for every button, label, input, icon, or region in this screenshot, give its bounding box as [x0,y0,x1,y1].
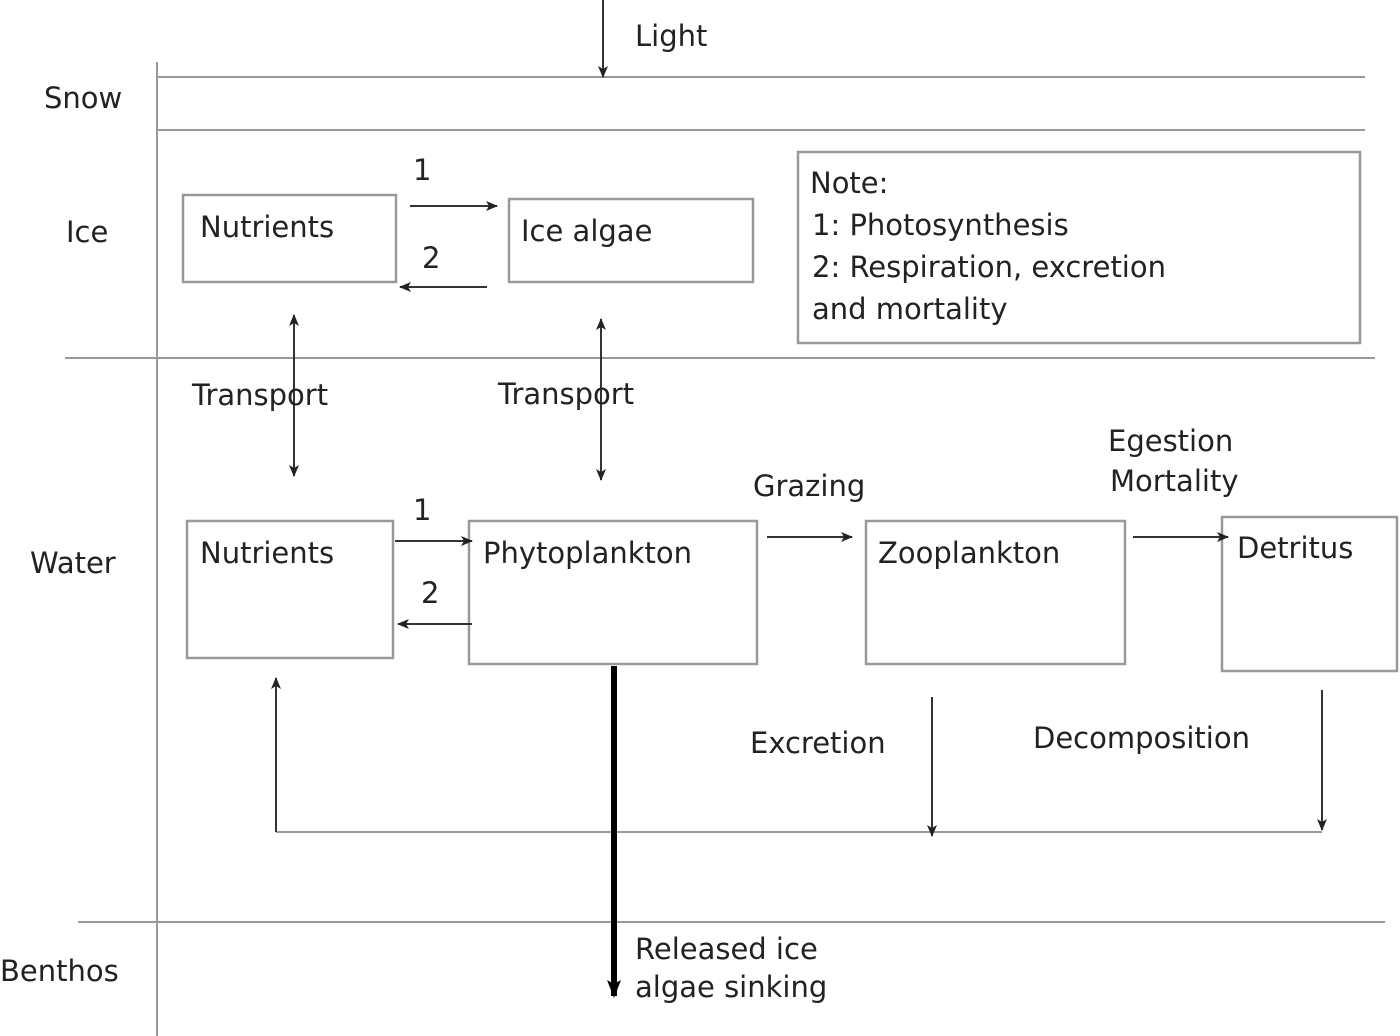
transport-left-label: Transport [191,378,328,412]
excretion-label: Excretion [750,726,886,760]
grazing-label: Grazing [753,469,865,503]
ice-flow-1-label: 1 [413,153,431,187]
zone-label-ice: Ice [66,215,108,249]
zooplankton-label: Zooplankton [878,536,1060,570]
egestion-label: Egestion [1108,424,1233,458]
note-line-3: and mortality [812,292,1007,326]
zooplankton-box [864,519,1127,666]
water-flow-2-label: 2 [421,576,439,610]
water-flow-1-label: 1 [413,493,431,527]
ice-nutrients-box [181,193,398,284]
ice-algae-label: Ice algae [521,214,652,248]
detritus-label: Detritus [1237,531,1353,565]
note-line-1: 1: Photosynthesis [812,208,1069,242]
zone-label-snow: Snow [44,81,122,115]
sinking-label-line-1: Released ice [635,932,818,966]
decomposition-label: Decomposition [1033,721,1250,755]
water-nutrients-box [185,519,395,660]
ice-nutrients-label: Nutrients [200,210,334,244]
detritus-box [1220,515,1399,673]
water-nutrients-label: Nutrients [200,536,334,570]
mortality-label: Mortality [1110,464,1238,498]
note-box [796,150,1362,345]
note-title: Note: [810,166,888,200]
sinking-label-line-2: algae sinking [635,970,827,1004]
ice-algae-box [507,197,755,284]
phytoplankton-box [467,519,759,666]
zone-label-water: Water [30,546,116,580]
zone-label-benthos: Benthos [0,954,119,988]
transport-right-label: Transport [497,377,634,411]
phytoplankton-label: Phytoplankton [483,536,692,570]
ice-flow-2-label: 2 [422,241,440,275]
note-line-2: 2: Respiration, excretion [812,250,1166,284]
light-label: Light [635,19,707,53]
